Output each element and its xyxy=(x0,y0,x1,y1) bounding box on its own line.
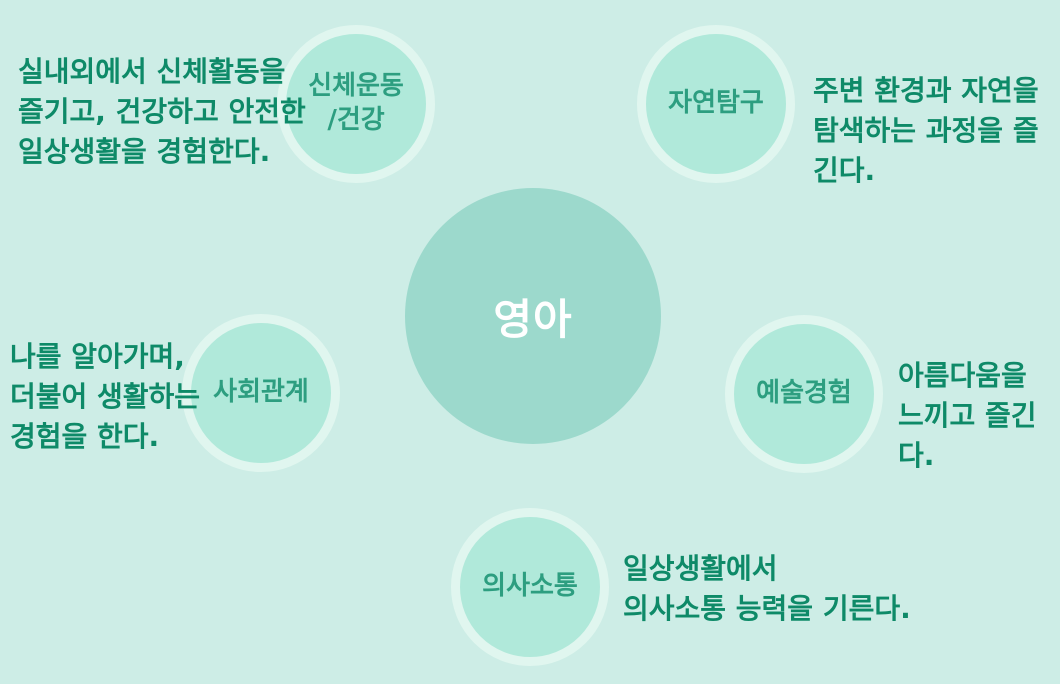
circle-nature-exploration: 자연탐구 xyxy=(637,25,795,183)
circle-label-communication: 의사소통 xyxy=(482,571,578,602)
description-art-experience: 아름다움을 느끼고 즐긴다. xyxy=(898,359,1037,472)
circle-communication: 의사소통 xyxy=(451,508,609,666)
circle-physical-health: 신체운동 /건강 xyxy=(277,25,435,183)
description-communication: 일상생활에서 의사소통 능력을 기른다. xyxy=(623,552,911,625)
center-label-infant: 영아 xyxy=(493,294,573,344)
description-social-relationships: 나를 알아가며, 더불어 생활하는 경험을 한다. xyxy=(10,340,201,453)
circle-label-art-experience: 예술경험 xyxy=(756,378,852,409)
circle-label-nature-exploration: 자연탐구 xyxy=(668,88,764,119)
center-circle-infant: 영아 xyxy=(405,188,661,444)
description-physical-health: 실내외에서 신체활동을 즐기고, 건강하고 안전한 일상생활을 경험한다. xyxy=(18,55,306,168)
description-nature-exploration: 주변 환경과 자연을 탐색하는 과정을 즐긴다. xyxy=(813,74,1039,187)
circle-social-relationships: 사회관계 xyxy=(182,314,340,472)
circle-label-social-relationships: 사회관계 xyxy=(213,377,309,408)
circle-art-experience: 예술경험 xyxy=(725,315,883,473)
circle-label-physical-health: 신체운동 /건강 xyxy=(308,71,404,135)
